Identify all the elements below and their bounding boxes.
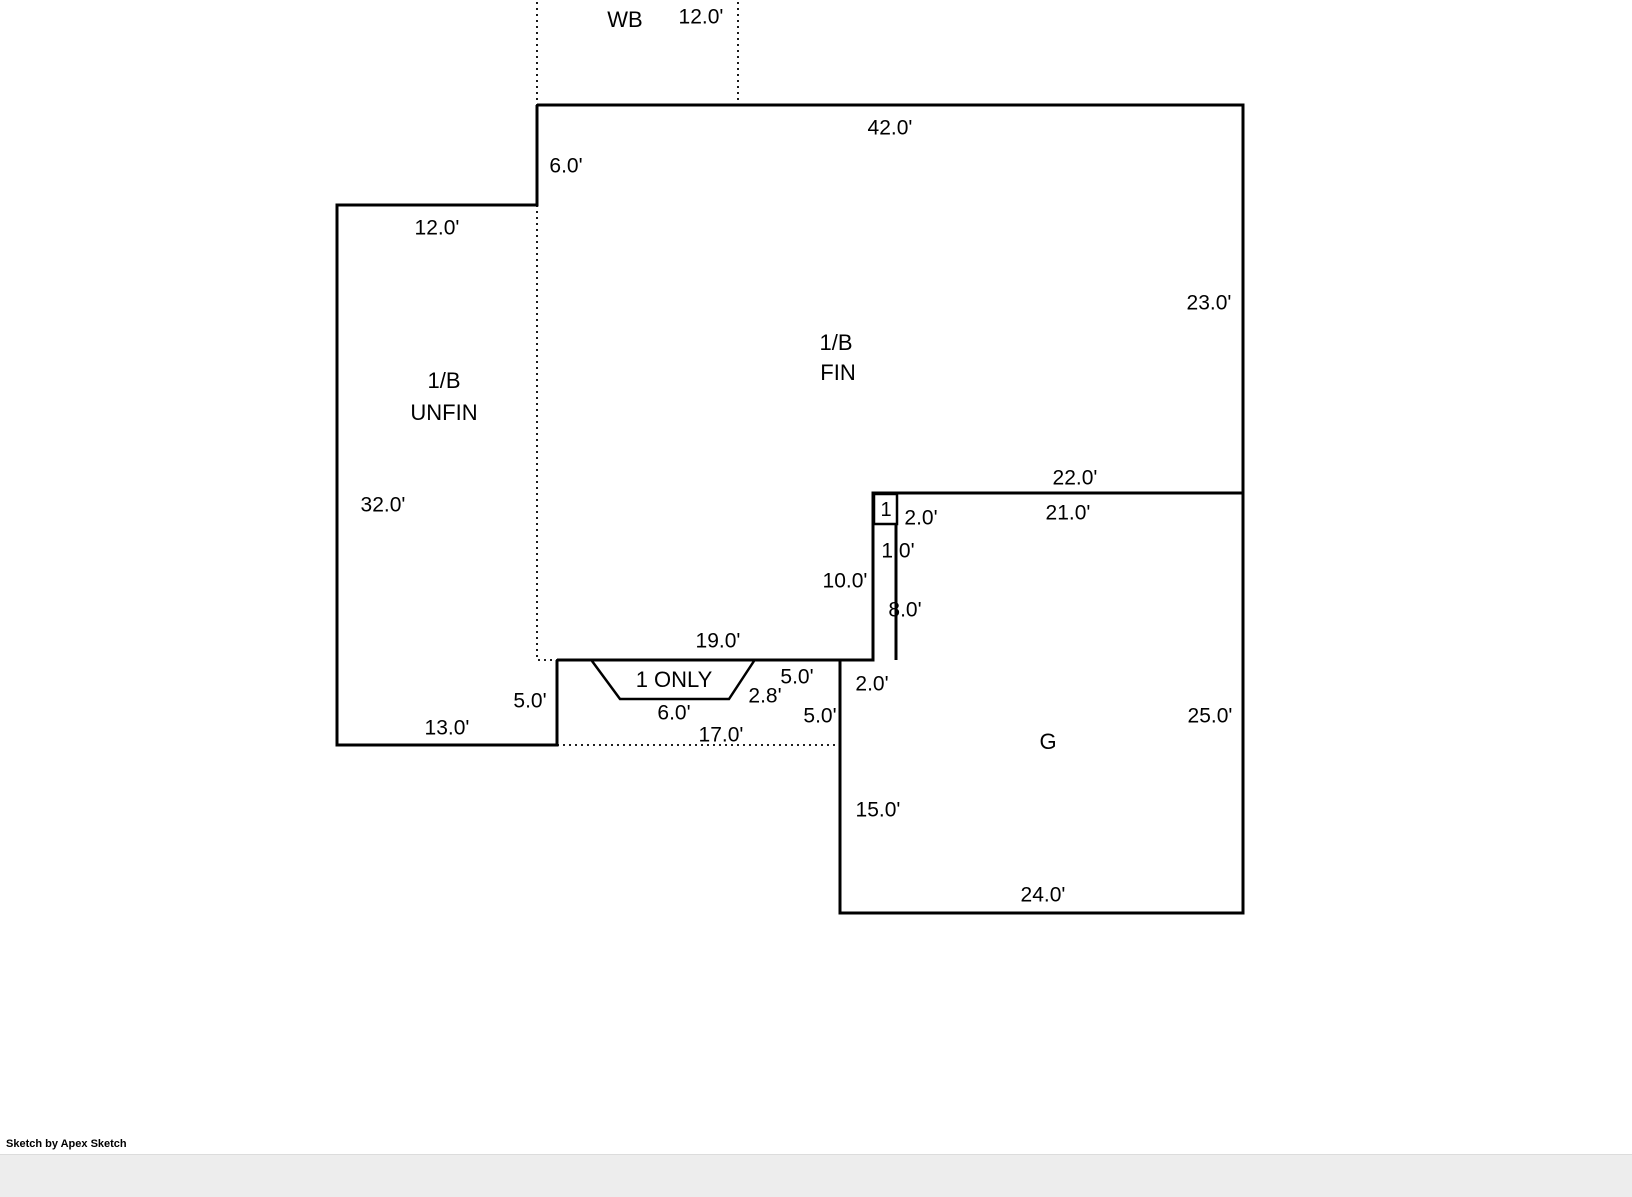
dim-garage-bottom-24: 24.0' <box>1020 883 1066 907</box>
room-label-fin-line1: 1/B <box>819 330 853 355</box>
room-label-garage: G <box>1039 729 1057 754</box>
dim-unfin-right-5: 5.0' <box>513 689 547 713</box>
dim-garage-left-15: 15.0' <box>855 798 901 822</box>
dim-wb-width-12: 12.0' <box>678 5 724 29</box>
room-label-fin-line2: FIN <box>820 360 856 385</box>
room-label-porch: 1 ONLY <box>635 667 713 692</box>
dim-unfin-left-32: 32.0' <box>360 493 406 517</box>
dim-unfin-top-12: 12.0' <box>414 216 460 240</box>
dim-house-bottom-19: 19.0' <box>695 629 741 653</box>
dim-house-east-10: 10.0' <box>822 569 868 593</box>
dim-garage-west-8: 8.0' <box>888 598 922 622</box>
dim-porch-slant-2-8: 2.8' <box>748 684 782 708</box>
dim-unfin-bottom-13: 13.0' <box>424 716 470 740</box>
dim-porch-bottom-6: 6.0' <box>657 701 691 725</box>
dim-right-upper-23: 23.0' <box>1186 291 1232 315</box>
stoop-box-outline <box>872 492 899 526</box>
dim-left-step-6: 6.0' <box>549 154 583 178</box>
fin-unfin-dashed-divider <box>536 205 557 661</box>
dim-lower-bottom-17: 17.0' <box>698 723 744 747</box>
room-label-wb: WB <box>607 7 643 32</box>
dim-garage-top-21: 21.0' <box>1045 501 1091 525</box>
dim-house-south-22: 22.0' <box>1052 466 1098 490</box>
footer-band <box>0 1154 1632 1197</box>
dim-top-42: 42.0' <box>867 116 913 140</box>
dim-stoop-1: 1.0' <box>881 539 915 563</box>
room-label-unfin-line2: UNFIN <box>410 400 478 425</box>
room-label-stoop: 1 <box>880 499 892 521</box>
dim-lower-right-5: 5.0' <box>803 704 837 728</box>
dim-garage-right-25: 25.0' <box>1187 704 1233 728</box>
porch-trapezoid-outline <box>590 660 756 701</box>
sketch-credit: Sketch by Apex Sketch <box>6 1138 127 1150</box>
room-label-unfin-line1: 1/B <box>427 368 461 393</box>
unfin-wing-walls <box>335 105 559 747</box>
dim-garage-notch-2: 2.0' <box>855 672 889 696</box>
dim-porch-right-5: 5.0' <box>780 665 814 689</box>
dim-stoop-2: 2.0' <box>904 506 938 530</box>
